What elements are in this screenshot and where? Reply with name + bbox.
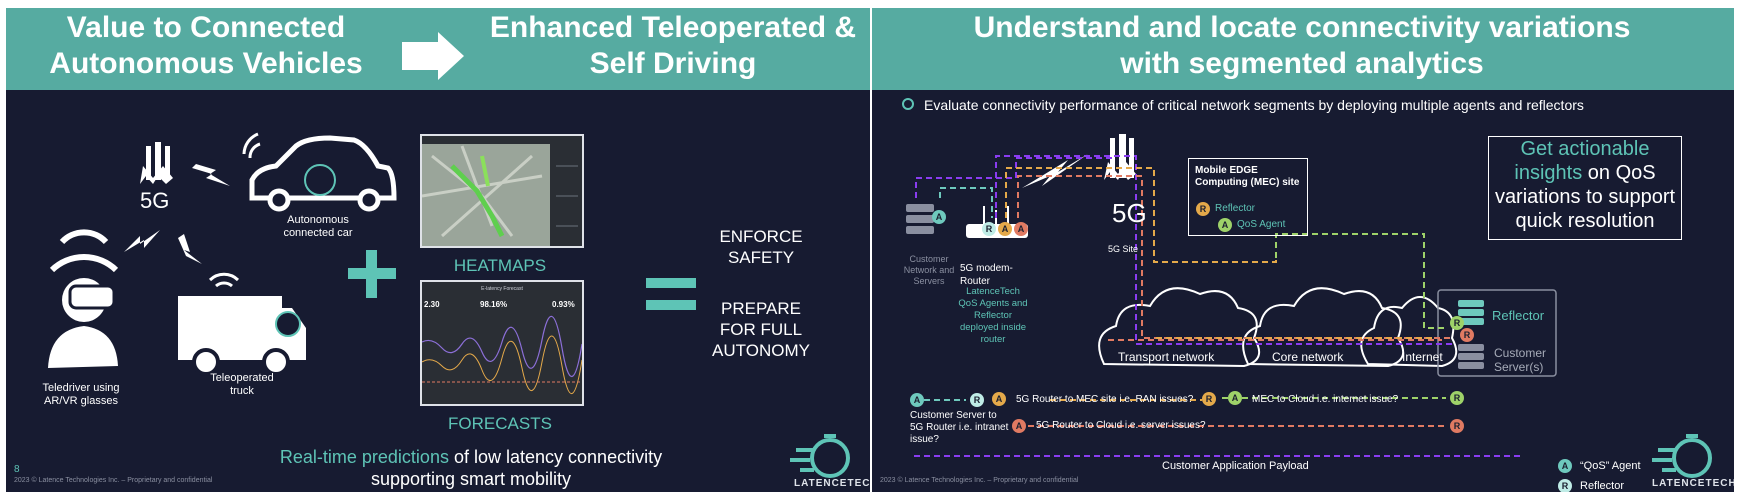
reflector-badge: R — [1196, 202, 1210, 216]
router-label: 5G modem-Router — [960, 263, 1013, 287]
legend-ran: 5G Router to MEC site i.e. RAN issues? — [1016, 394, 1194, 405]
core-network-label: Core network — [1272, 350, 1344, 364]
car-icon — [242, 132, 397, 212]
network-diagram — [906, 134, 1712, 478]
teledriver-label: Teledriver using AR/VR glasses — [42, 382, 120, 407]
agent-badge: A — [932, 210, 946, 224]
left-title-value: Value to Connected Autonomous Vehicles — [49, 11, 363, 80]
bullet-icon — [902, 98, 914, 110]
agent-badge: A — [1014, 222, 1028, 236]
agent-badge: A — [1012, 419, 1026, 433]
insight-highlight: Get actionable insights — [1514, 138, 1650, 184]
server-icon — [906, 204, 934, 234]
right-slide: Understand and locate connectivity varia… — [872, 8, 1734, 492]
prepare-autonomy-text: PREPARE FOR FULL AUTONOMY — [712, 299, 810, 360]
forecast-metric-3: 0.93% — [552, 300, 575, 309]
customer-network-label: Customer Network and Servers — [903, 254, 955, 286]
reflector-badge: R — [1450, 419, 1464, 433]
heatmap-screenshot — [420, 134, 584, 248]
car-label: Autonomous connected car — [283, 214, 353, 239]
left-illustration — [48, 132, 850, 478]
left-slide: Value to Connected Autonomous Vehicles E… — [6, 8, 870, 492]
mec-agent-label: QoS Agent — [1237, 219, 1286, 230]
plus-icon — [348, 250, 396, 298]
truck-icon — [178, 272, 306, 376]
left-5g-label: 5G — [140, 188, 170, 213]
reflector-badge: R — [1450, 391, 1464, 405]
agent-badge: A — [998, 222, 1012, 236]
antenna-icon — [140, 142, 173, 184]
network-paths — [915, 155, 1456, 345]
tagline-rest-1: of low latency connectivity — [453, 447, 663, 467]
insight-rest: on QoS variations to support quick resol… — [1494, 162, 1676, 232]
mec-box: Mobile EDGE Computing (MEC) site Reflect… — [1188, 158, 1308, 236]
legend-server: 5G Router to Cloud i.e. server issues? — [1036, 420, 1206, 431]
internet-label: Internet — [1402, 350, 1443, 364]
server-icon — [1437, 289, 1557, 377]
tagline: Real-time predictions of low latency con… — [226, 446, 716, 490]
forecast-title: E-latency Forecast — [481, 286, 523, 292]
arrow-right-icon — [402, 32, 464, 80]
insights-box: Get actionable insights on QoS variation… — [1488, 136, 1682, 240]
legend-intranet: Customer Server to 5G Router i.e. intran… — [910, 410, 1009, 445]
mec-reflector-label: Reflector — [1215, 203, 1256, 214]
customer-servers-label: Customer Server(s) — [1494, 346, 1547, 374]
truck-label: Teleoperated truck — [210, 372, 274, 397]
page-number: 8 — [14, 464, 20, 475]
payload-label: Customer Application Payload — [1162, 460, 1309, 472]
forecast-metric-1: 2.30 — [424, 300, 440, 309]
transport-network-label: Transport network — [1118, 350, 1215, 364]
router-icon — [966, 206, 1028, 238]
right-reflector-label: Reflector — [1492, 308, 1545, 323]
agent-badge: A — [910, 393, 924, 407]
right-title-band: Understand and locate connectivity varia… — [872, 8, 1734, 90]
enforce-safety-text: ENFORCE SAFETY — [719, 227, 803, 267]
reflector-badge: R — [1460, 328, 1474, 342]
equals-icon — [646, 278, 696, 310]
left-title-enhanced: Enhanced Teleoperated & Self Driving — [489, 11, 857, 80]
heatmap-map — [422, 136, 582, 246]
forecast-screenshot: E-latency Forecast 2.30 98.16% 0.93% — [420, 280, 584, 406]
right-title: Understand and locate connectivity varia… — [973, 11, 1631, 80]
tagline-highlight: Real-time predictions — [279, 447, 449, 467]
agent-badge: A — [1218, 218, 1232, 232]
legend-agent-text: “QoS” Agent — [1580, 460, 1641, 472]
stopwatch-logo-icon — [1652, 434, 1712, 478]
stopwatch-logo-icon — [790, 434, 850, 478]
site-label: 5G Site — [1108, 244, 1139, 254]
legend-arrows — [914, 397, 1524, 457]
right-5g-label: 5G — [1112, 198, 1147, 228]
forecast-metric-2: 98.16% — [480, 300, 508, 309]
forecast-chart — [422, 315, 582, 394]
legend-reflector-badge: R — [1558, 479, 1572, 492]
legend-reflector-text: Reflector — [1580, 480, 1625, 492]
mec-title: Mobile EDGE Computing (MEC) site — [1195, 165, 1300, 188]
agent-badge: A — [992, 392, 1006, 406]
lightning-icon — [124, 164, 230, 264]
heatmaps-label: HEATMAPS — [453, 256, 547, 275]
reflector-badge: R — [1202, 392, 1216, 406]
agent-badge: A — [1228, 391, 1242, 405]
router-note: LatenceTech QoS Agents and Reflector dep… — [958, 286, 1028, 345]
reflector-badge: R — [1450, 316, 1464, 330]
reflector-badge: R — [970, 393, 984, 407]
copyright-right: 2023 © Latence Technologies Inc. – Propr… — [880, 477, 1079, 484]
reflector-badge: R — [982, 222, 996, 236]
tagline-rest-2: supporting smart mobility — [370, 469, 572, 489]
left-title-band: Value to Connected Autonomous Vehicles E… — [6, 8, 870, 90]
legend-internet: MEC to Cloud i.e. internet issue? — [1252, 394, 1399, 405]
forecasts-label: FORECASTS — [448, 414, 552, 433]
vr-person-icon — [48, 229, 119, 368]
bullet-text: Evaluate connectivity performance of cri… — [924, 97, 1584, 113]
legend-agent-badge: A — [1558, 459, 1572, 473]
lightning-icon — [1022, 154, 1088, 188]
logo-text-left: LATENCETECH — [794, 478, 870, 489]
copyright-left: 2023 © Latence Technologies Inc. – Propr… — [14, 477, 213, 484]
logo-text-right: LATENCETECH — [1652, 478, 1734, 489]
